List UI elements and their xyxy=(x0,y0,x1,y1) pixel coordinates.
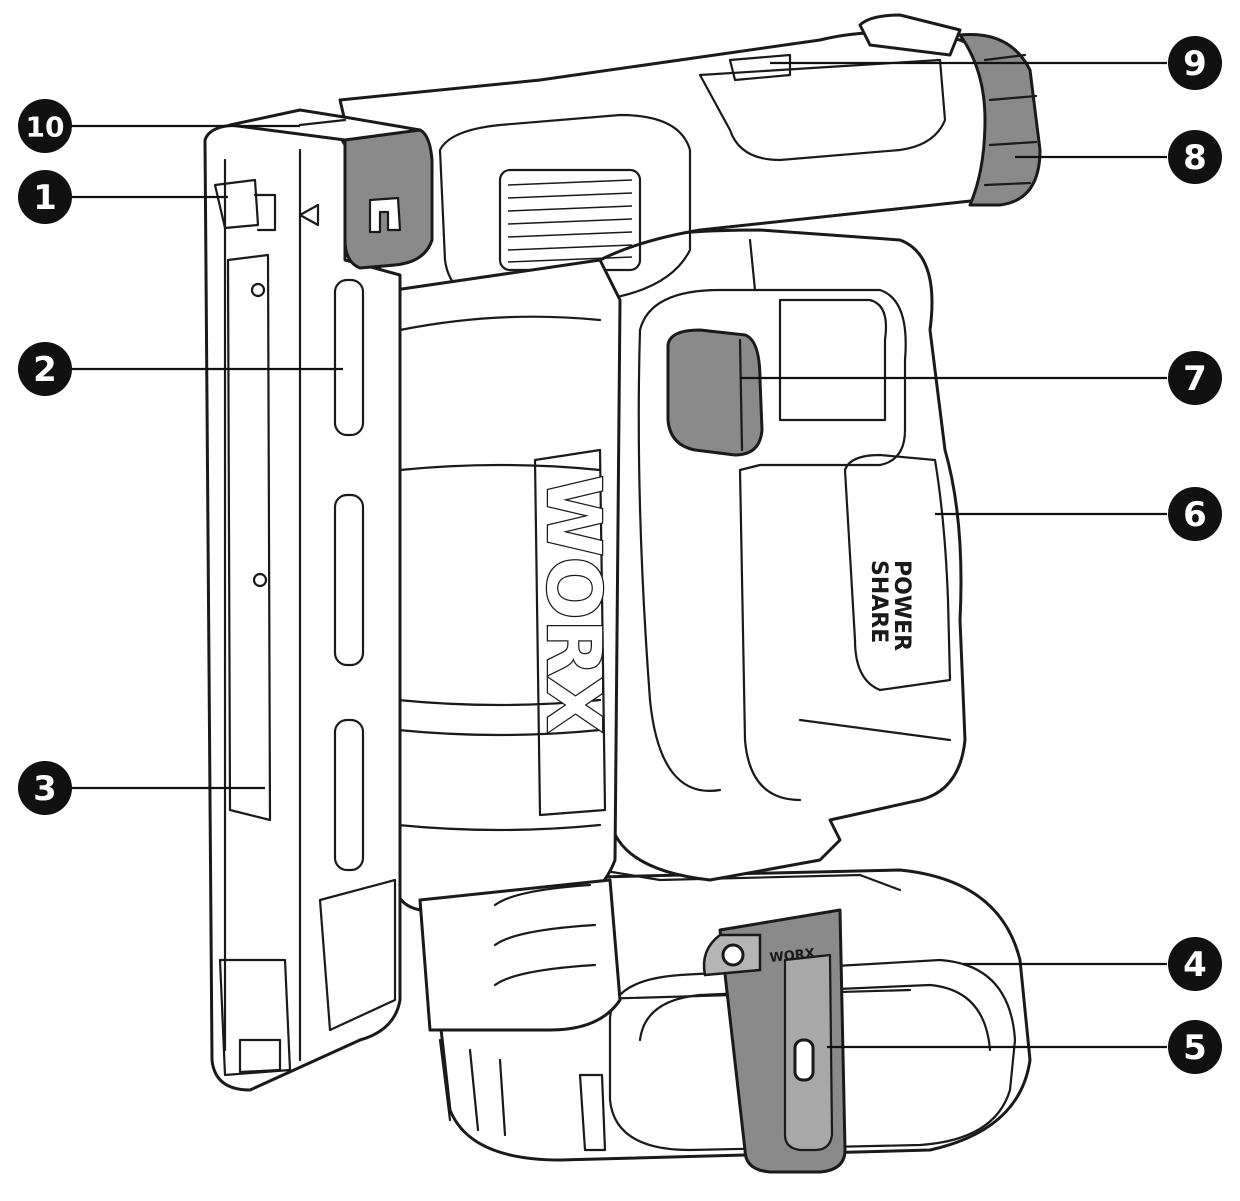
worx-logo: WORX xyxy=(530,475,616,734)
callout-9-label: 9 xyxy=(1183,44,1207,84)
handle: POWER SHARE xyxy=(593,228,967,882)
callout-1: 1 xyxy=(18,170,72,224)
cordless-stapler-illustration: WORX POWER SHARE xyxy=(203,13,1042,1174)
powershare-logo-line1: POWER xyxy=(889,560,914,651)
leader-lines xyxy=(72,61,1167,1049)
callout-4-label: 4 xyxy=(1183,945,1207,985)
callout-7-label: 7 xyxy=(1183,359,1207,399)
belt-clip-brand-text: WORX xyxy=(769,946,816,966)
callout-1-label: 1 xyxy=(33,178,57,218)
callout-3-label: 3 xyxy=(33,769,57,809)
callout-3: 3 xyxy=(18,761,72,815)
callout-6-label: 6 xyxy=(1183,495,1207,535)
motor-body: WORX xyxy=(393,258,622,1032)
rear-end-cap xyxy=(858,13,1042,207)
callout-10-label: 10 xyxy=(26,111,65,144)
callout-4: 4 xyxy=(1168,937,1222,991)
callout-5: 5 xyxy=(1168,1020,1222,1074)
callout-10: 10 xyxy=(18,99,72,153)
callout-2-label: 2 xyxy=(33,350,57,390)
callout-5-label: 5 xyxy=(1183,1028,1207,1068)
callout-6: 6 xyxy=(1168,487,1222,541)
powershare-logo-line2: SHARE xyxy=(866,560,891,643)
vent-grille-pattern xyxy=(507,179,633,263)
callout-8: 8 xyxy=(1168,130,1222,184)
trigger xyxy=(666,328,764,457)
belt-clip: WORX xyxy=(702,908,847,1174)
callout-9: 9 xyxy=(1168,36,1222,90)
callout-7: 7 xyxy=(1168,351,1222,405)
callout-2: 2 xyxy=(18,342,72,396)
callout-8-label: 8 xyxy=(1183,138,1207,178)
magazine-release-cap xyxy=(228,108,434,270)
